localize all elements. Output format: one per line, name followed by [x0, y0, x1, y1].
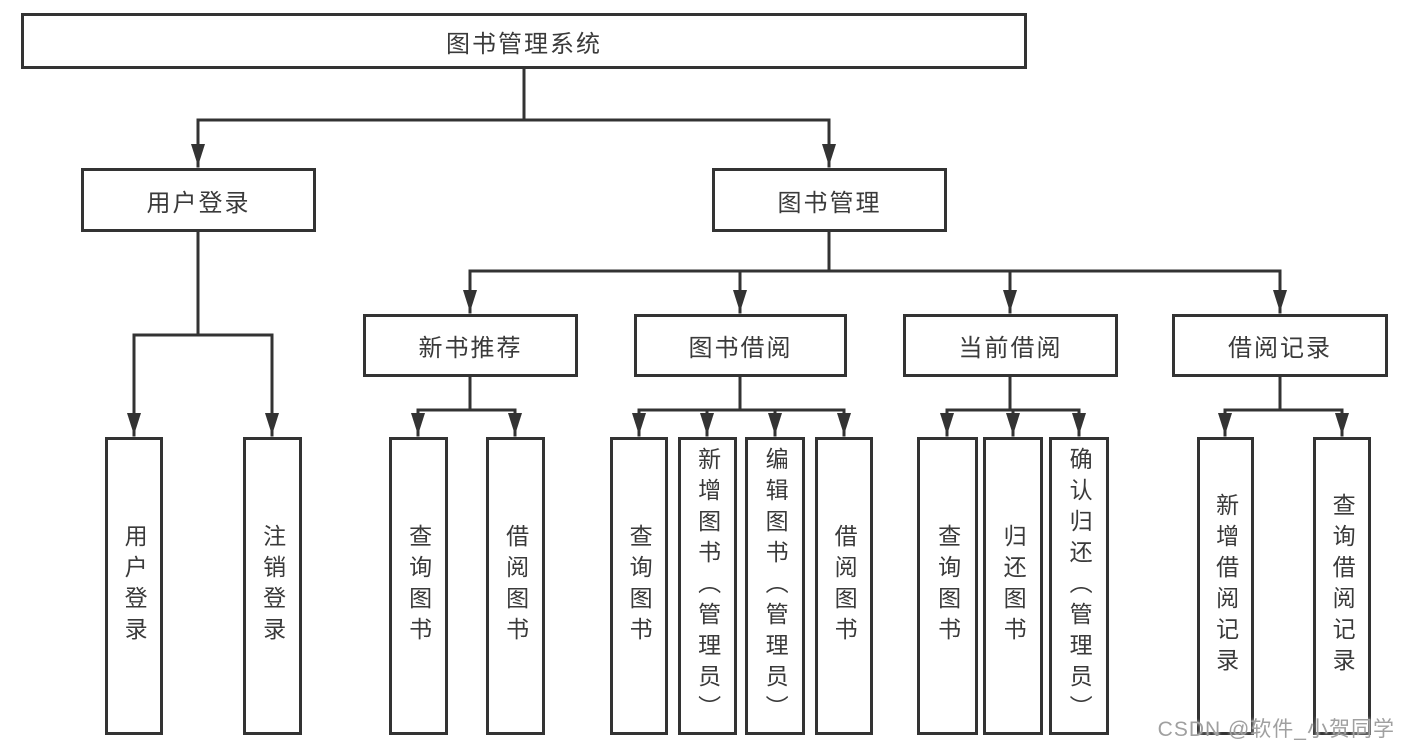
connector-new-book-rail [416, 375, 517, 412]
node-borrowing-records: 借阅记录 [1172, 314, 1388, 377]
node-library-management-system: 图书管理系统 [21, 13, 1027, 69]
node-user-login: 用户登录 [81, 168, 316, 232]
connector-book-borrowing-rail [637, 375, 846, 412]
connector-book-management-rail [468, 230, 1282, 273]
leaf-edit-book-admin: 编辑图书（管理员） [745, 437, 805, 735]
leaf-query-books-3: 查询图书 [917, 437, 978, 735]
leaf-borrow-books-2: 借阅图书 [815, 437, 873, 735]
node-book-borrowing: 图书借阅 [634, 314, 847, 377]
connector-user-login-rail [132, 230, 274, 337]
csdn-watermark: CSDN @软件_小贺同学 [1157, 718, 1395, 741]
leaf-logout: 注销登录 [243, 437, 302, 735]
connector-borrowing-records-rail [1223, 375, 1344, 412]
leaf-borrow-books-1: 借阅图书 [486, 437, 545, 735]
leaf-query-borrow-record: 查询借阅记录 [1313, 437, 1371, 735]
leaf-user-login: 用户登录 [105, 437, 163, 735]
connector-current-borrowing-rail [945, 375, 1081, 412]
leaf-return-books: 归还图书 [983, 437, 1043, 735]
leaf-query-books-2: 查询图书 [610, 437, 668, 735]
node-current-borrowing: 当前借阅 [903, 314, 1118, 377]
node-book-management: 图书管理 [712, 168, 947, 232]
leaf-query-books-1: 查询图书 [389, 437, 448, 735]
connector-root-rail [196, 67, 831, 122]
leaf-add-borrow-record: 新增借阅记录 [1197, 437, 1254, 735]
leaf-add-book-admin: 新增图书（管理员） [678, 437, 737, 735]
node-new-book-recommendation: 新书推荐 [363, 314, 578, 377]
leaf-confirm-return-admin: 确认归还（管理员） [1049, 437, 1109, 735]
